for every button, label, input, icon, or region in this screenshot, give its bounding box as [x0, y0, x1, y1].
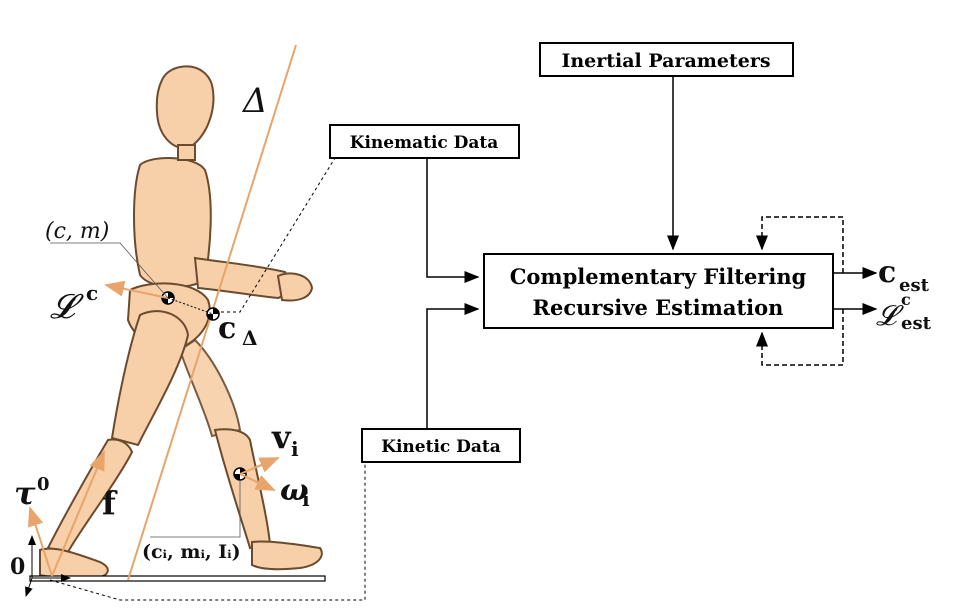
l-est-sup: c — [901, 290, 911, 309]
c-est-label: c — [878, 255, 896, 290]
tau-arrow — [27, 506, 53, 577]
neck — [177, 144, 196, 161]
inertial-parameters-label: Inertial Parameters — [561, 50, 770, 72]
feedback-bottom — [756, 309, 844, 366]
l-est-label: 𝓛̇ — [876, 299, 904, 332]
f-label: f — [102, 484, 118, 522]
kinetic-dotted-link — [49, 462, 366, 601]
foot-front — [39, 547, 109, 580]
hand-front — [276, 272, 314, 302]
omega-sub: i — [302, 487, 310, 511]
foot-back — [251, 540, 323, 571]
thigh-front — [110, 310, 190, 447]
forearm-front — [193, 256, 290, 300]
kinetic-data-box: Kinetic Data — [361, 428, 521, 463]
filter-label-line2: Recursive Estimation — [533, 295, 784, 320]
human-figure — [39, 65, 323, 580]
ldot-arrow — [104, 280, 169, 299]
feedback-top — [756, 216, 844, 273]
shank-back — [213, 428, 272, 550]
cm-label: (c, m) — [45, 219, 109, 244]
l-est-sub: est — [901, 313, 932, 334]
ldot-label: 𝓛̇ — [50, 287, 84, 327]
c-delta-sub: Δ — [242, 326, 258, 350]
c-delta-marker — [206, 307, 220, 321]
ground — [29, 575, 326, 582]
kinematic-data-label: Kinematic Data — [350, 133, 499, 153]
filter-box: Complementary Filtering Recursive Estima… — [483, 253, 834, 329]
v-label: v — [271, 418, 292, 456]
filter-label-line1: Complementary Filtering — [510, 264, 807, 289]
kinematic-dotted-link — [215, 157, 336, 313]
shank-front — [46, 438, 134, 554]
v-sub: i — [291, 437, 299, 461]
inertial-parameters-box: Inertial Parameters — [539, 42, 794, 77]
tau-label: τ — [14, 474, 36, 512]
segment-leader — [150, 480, 241, 538]
tau-sup: 0 — [37, 474, 50, 495]
axis-z — [25, 577, 33, 597]
kinematic-data-box: Kinematic Data — [329, 124, 520, 159]
ldot-sup: c — [86, 281, 98, 305]
head — [155, 65, 215, 150]
cm-leader — [50, 242, 169, 299]
origin-label: 0 — [10, 554, 25, 580]
c-delta-label: c — [218, 311, 236, 346]
v-arrow — [239, 457, 280, 475]
f-arrow — [51, 450, 105, 577]
c-est-sub: est — [899, 275, 930, 296]
kinetic-data-label: Kinetic Data — [381, 437, 501, 457]
omega-label: ω — [280, 473, 309, 508]
omega-arrow — [239, 473, 276, 491]
segment-label: (cᵢ, mᵢ, Iᵢ) — [142, 541, 241, 563]
kinematic-arrow — [426, 158, 480, 283]
delta-label: Δ — [241, 81, 268, 121]
kinetic-arrow — [426, 303, 480, 429]
